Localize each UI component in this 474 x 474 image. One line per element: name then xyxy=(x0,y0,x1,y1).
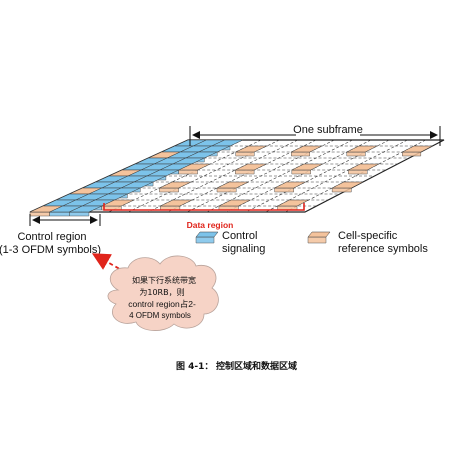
annotation-arrow xyxy=(91,253,126,273)
caption-number: 图 4-1： xyxy=(176,361,213,372)
control-region-cells xyxy=(29,139,243,217)
reference-symbol-swatch xyxy=(307,231,331,244)
control-cell xyxy=(69,205,102,217)
legend-reference-label: Cell-specific xyxy=(338,230,398,242)
legend-reference-sublabel: reference symbols xyxy=(338,243,428,255)
reference-symbol-cell xyxy=(291,163,323,175)
data-region-bracket: Data region xyxy=(103,203,305,230)
control-region-dimension: Control region (1-3 OFDM symbols) xyxy=(0,214,101,256)
reference-symbol-cell xyxy=(216,181,249,193)
caption-title: 控制区域和数据区域 xyxy=(216,360,297,372)
reference-symbol-cell xyxy=(331,181,364,193)
reference-symbol-cell xyxy=(346,145,378,157)
reference-symbol-cell xyxy=(274,181,306,193)
annotation-cloud: 如果下行系统带宽 为10RB，则 control region占2- 4 OFD… xyxy=(107,255,219,331)
reference-symbol-cell xyxy=(235,145,267,157)
figure-caption: 图 4-1： 控制区域和数据区域 xyxy=(176,360,297,372)
legend: Control signaling Cell-specific referenc… xyxy=(195,230,428,255)
note-line-1: 如果下行系统带宽 xyxy=(132,275,196,285)
note-line-4: 4 OFDM symbols xyxy=(129,311,191,320)
legend-reference-symbols: Cell-specific reference symbols xyxy=(307,230,428,255)
control-signaling-swatch xyxy=(195,231,219,244)
note-line-2: 为10RB，则 xyxy=(139,287,184,297)
reference-symbol-cell xyxy=(348,163,380,175)
reference-symbol-cell xyxy=(291,145,323,157)
legend-control-sublabel: signaling xyxy=(222,243,265,255)
reference-symbol-cells xyxy=(101,145,433,211)
note-line-3: control region占2- xyxy=(128,299,196,309)
subframe-dimension: One subframe xyxy=(189,122,441,146)
subframe-label: One subframe xyxy=(293,124,363,136)
reference-symbol-cell xyxy=(235,163,267,175)
data-region-label: Data region xyxy=(187,220,234,230)
reference-symbol-cell xyxy=(218,199,251,211)
reference-symbol-cell xyxy=(178,163,211,175)
reference-symbol-cell xyxy=(402,145,433,157)
legend-control-signaling: Control signaling xyxy=(195,230,265,255)
control-region-label: Control region xyxy=(17,231,86,243)
control-region-sublabel: (1-3 OFDM symbols) xyxy=(0,244,101,256)
legend-control-label: Control xyxy=(222,230,257,242)
reference-symbol-cell xyxy=(159,181,192,193)
